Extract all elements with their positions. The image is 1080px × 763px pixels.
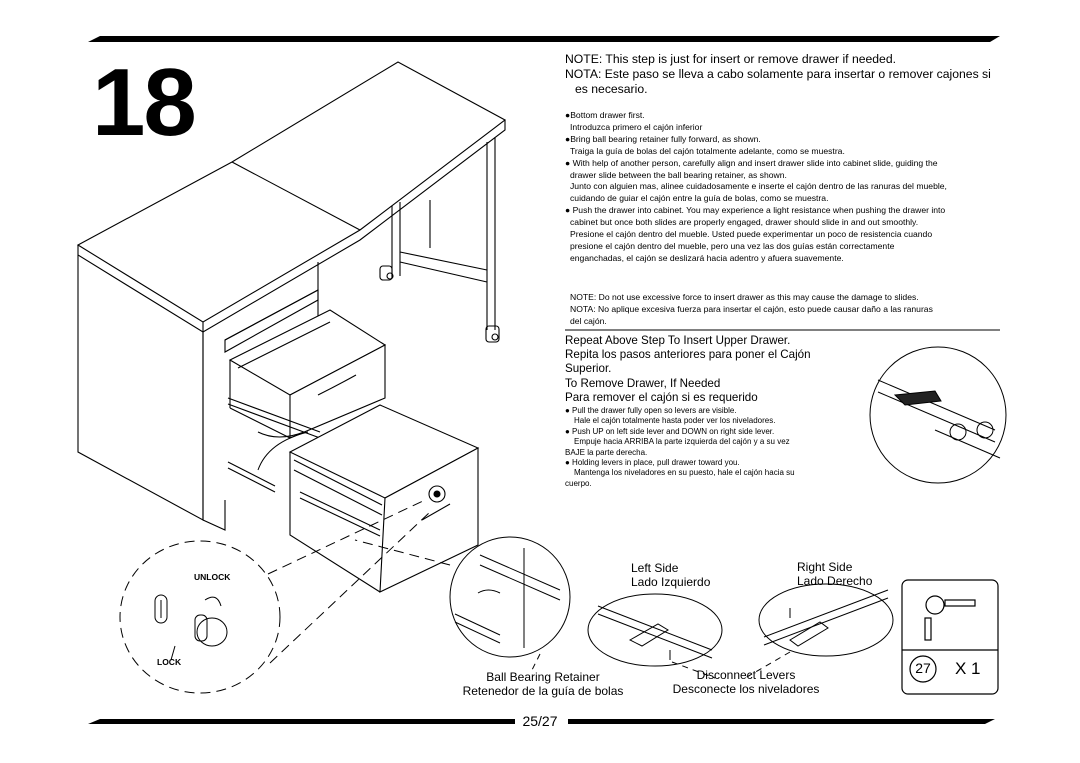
remove-line: Empuje hacia ARRIBA la parte izquierda d… <box>574 437 790 447</box>
page-number: 25/27 <box>0 713 1080 729</box>
left-side-es: Lado Izquierdo <box>631 575 711 589</box>
repeat-section: Repeat Above Step To Insert Upper Drawer… <box>565 334 865 405</box>
ball-bearing-label: Ball Bearing Retainer Retenedor de la gu… <box>453 670 633 698</box>
remove-steps: ● Pull the drawer fully open so levers a… <box>565 406 865 489</box>
repeat-line: To Remove Drawer, If Needed <box>565 376 721 390</box>
instruction-line: Junto con alguien mas, alinee cuidadosam… <box>570 181 947 192</box>
unlock-label: UNLOCK <box>194 572 231 582</box>
instruction-line: ●Bottom drawer first. <box>565 110 645 120</box>
ball-bearing-es: Retenedor de la guía de bolas <box>462 684 624 698</box>
warning-es-line2: del cajón. <box>570 315 607 326</box>
disconnect-es: Desconecte los niveladores <box>672 682 820 696</box>
repeat-line: Repita los pasos anteriores para poner e… <box>565 348 811 362</box>
remove-line: Hale el cajón totalmente hasta poder ver… <box>574 416 776 426</box>
left-side-label: Left Side Lado Izquierdo <box>631 561 710 589</box>
disconnect-en: Disconnect Levers <box>696 668 796 682</box>
remove-line: ● Push UP on left side lever and DOWN on… <box>565 426 775 436</box>
remove-line: Mantenga los niveladores en su puesto, h… <box>574 468 795 478</box>
warning-es-line1: NOTA: No aplique excesiva fuerza para in… <box>570 303 933 314</box>
instruction-line: enganchadas, el cajón se deslizará hacia… <box>570 252 844 263</box>
instruction-line: presione el cajón dentro del mueble, per… <box>570 240 895 251</box>
key-box <box>901 579 999 695</box>
instruction-line: cabinet but once both slides are properl… <box>570 217 919 228</box>
warning-en: NOTE: Do not use excessive force to inse… <box>570 292 919 302</box>
page-number-text: 25/27 <box>520 713 560 729</box>
instruction-line: drawer slide between the ball bearing re… <box>570 169 787 180</box>
right-side-en: Right Side <box>797 560 853 574</box>
repeat-line: Repeat Above Step To Insert Upper Drawer… <box>565 334 791 347</box>
instruction-line: ●Bring ball bearing retainer fully forwa… <box>565 133 761 144</box>
instruction-line: Introduzca primero el cajón inferior <box>570 121 703 132</box>
right-side-label: Right Side Lado Derecho <box>797 560 872 588</box>
slide-detail <box>869 346 1007 484</box>
step-number: 18 <box>92 49 197 156</box>
ball-bearing-detail <box>354 536 571 671</box>
disconnect-label: Disconnect Levers Desconecte los nivelad… <box>660 668 832 696</box>
remove-line: BAJE la parte derecha. <box>565 447 648 457</box>
part-quantity: X 1 <box>955 659 981 678</box>
remove-line: cuerpo. <box>565 478 592 488</box>
instruction-list: ●Bottom drawer first. Introduzca primero… <box>565 110 1010 265</box>
instruction-line: ● Push the drawer into cabinet. You may … <box>565 205 946 216</box>
instruction-line: Presione el cajón dentro del mueble. Ust… <box>570 229 933 240</box>
warning-note: NOTE: Do not use excessive force to inse… <box>565 292 1010 328</box>
part-number: 27 <box>915 660 931 676</box>
remove-line: ● Pull the drawer fully open so levers a… <box>565 406 737 415</box>
lever-details <box>587 583 894 679</box>
left-side-en: Left Side <box>631 561 679 575</box>
remove-line: ● Holding levers in place, pull drawer t… <box>565 458 740 468</box>
note-header: NOTE: This step is just for insert or re… <box>565 52 1015 97</box>
note-es-line2: es necesario. <box>575 82 648 96</box>
lock-detail <box>119 499 431 694</box>
repeat-line: Para remover el cajón si es requerido <box>565 390 758 404</box>
lock-label: LOCK <box>157 657 182 667</box>
note-es-line1: NOTA: Este paso se lleva a cabo solament… <box>565 67 991 81</box>
desk-drawing <box>76 61 507 593</box>
repeat-line: Superior. <box>565 362 612 376</box>
instruction-line: Traiga la guía de bolas del cajón totalm… <box>570 145 845 156</box>
instruction-line: ● With help of another person, carefully… <box>565 157 938 168</box>
ball-bearing-en: Ball Bearing Retainer <box>486 670 600 684</box>
instruction-line: cuidando de guiar el cajón entre la guía… <box>570 193 829 204</box>
note-en: NOTE: This step is just for insert or re… <box>565 52 896 66</box>
right-side-es: Lado Derecho <box>797 574 873 588</box>
